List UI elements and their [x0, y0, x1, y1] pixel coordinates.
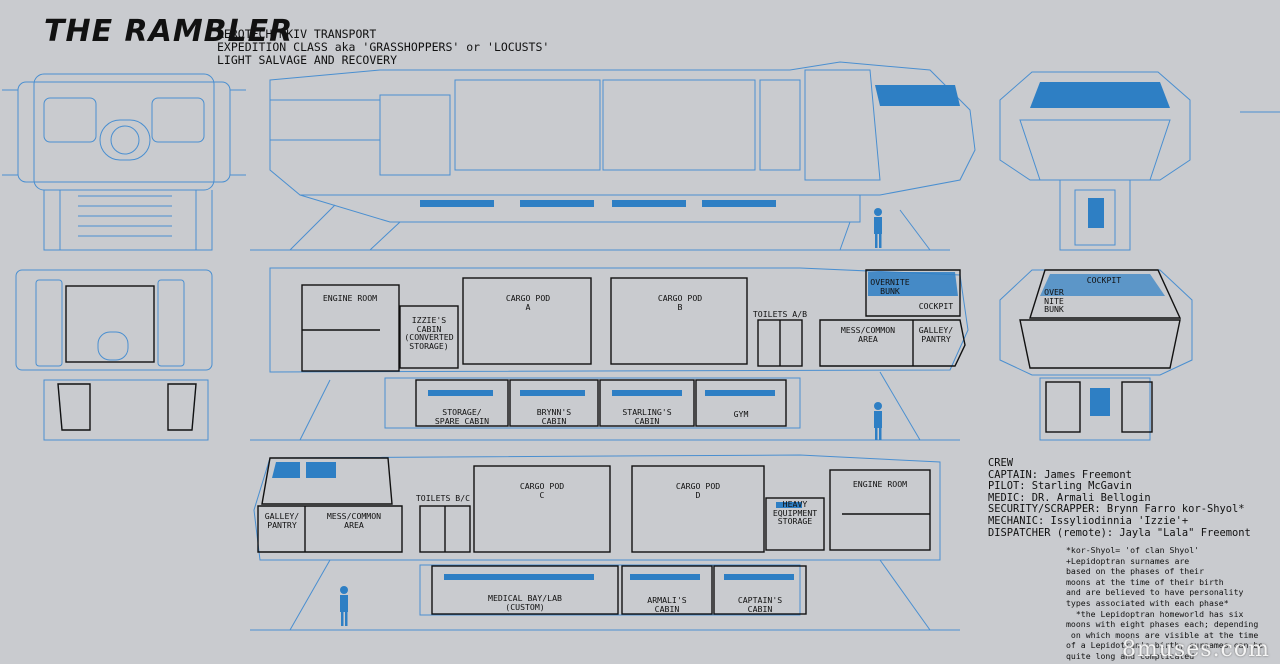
- footnotes: *kor-Shyol= 'of clan Shyol'+Lepidoptran …: [1066, 545, 1264, 661]
- toilets-bc-label: TOILETS B/C: [415, 493, 471, 503]
- galley-label: GALLEY/PANTRY: [918, 325, 954, 344]
- rear-cockpit-label: COCKPIT: [1086, 275, 1122, 285]
- crew-security: SECURITY/SCRAPPER: Brynn Farro kor-Shyol…: [988, 503, 1245, 516]
- front-view-exterior: [2, 73, 246, 251]
- scale-figures: [340, 208, 882, 626]
- front-plan: [15, 269, 213, 441]
- upper-deck-rooms: [301, 269, 966, 427]
- lower-galley-label: GALLEY/PANTRY: [264, 511, 300, 530]
- lower-deck-outline: [250, 454, 960, 631]
- crew-pilot: PILOT: Starling McGavin: [988, 480, 1132, 493]
- crew-medic: MEDIC: DR. Armali Bellogin: [988, 491, 1151, 504]
- side-view-window-strips: [420, 85, 960, 207]
- ship-model: AEROTECH MKIV TRANSPORT: [217, 27, 377, 41]
- crew-heading: CREW: [988, 457, 1014, 469]
- ship-role: LIGHT SALVAGE AND RECOVERY: [217, 53, 398, 67]
- rear-plan: [999, 269, 1193, 441]
- engine-room-label: ENGINE ROOM: [322, 293, 378, 303]
- rear-view-exterior: [999, 71, 1280, 251]
- cockpit-label: COCKPIT: [918, 301, 954, 311]
- watermark: 8muses.com: [1121, 637, 1270, 662]
- crew-dispatcher: DISPATCHER (remote): Jayla "Lala" Freemo…: [988, 526, 1251, 539]
- medical-bay-label: MEDICAL BAY/LAB(CUSTOM): [488, 593, 562, 612]
- page-title: THE RAMBLER: [44, 14, 294, 49]
- crew-mechanic: MECHANIC: Issyliodinnia 'Izzie'+: [988, 514, 1189, 527]
- side-view-exterior: [250, 61, 976, 251]
- toilets-ab-label: TOILETS A/B: [752, 309, 808, 319]
- crew-captain: CAPTAIN: James Freemont: [988, 468, 1132, 481]
- upper-deck-outline: [250, 267, 969, 441]
- crew-roster: CREW CAPTAIN: James Freemont PILOT: Star…: [988, 457, 1251, 539]
- gym-label: GYM: [733, 409, 749, 419]
- lower-deck-rooms: [257, 457, 931, 615]
- ship-class: EXPEDITION CLASS aka 'GRASSHOPPERS' or '…: [217, 40, 550, 54]
- storage-label: STORAGE/SPARE CABIN: [434, 407, 490, 426]
- lower-engine-room-label: ENGINE ROOM: [852, 479, 908, 489]
